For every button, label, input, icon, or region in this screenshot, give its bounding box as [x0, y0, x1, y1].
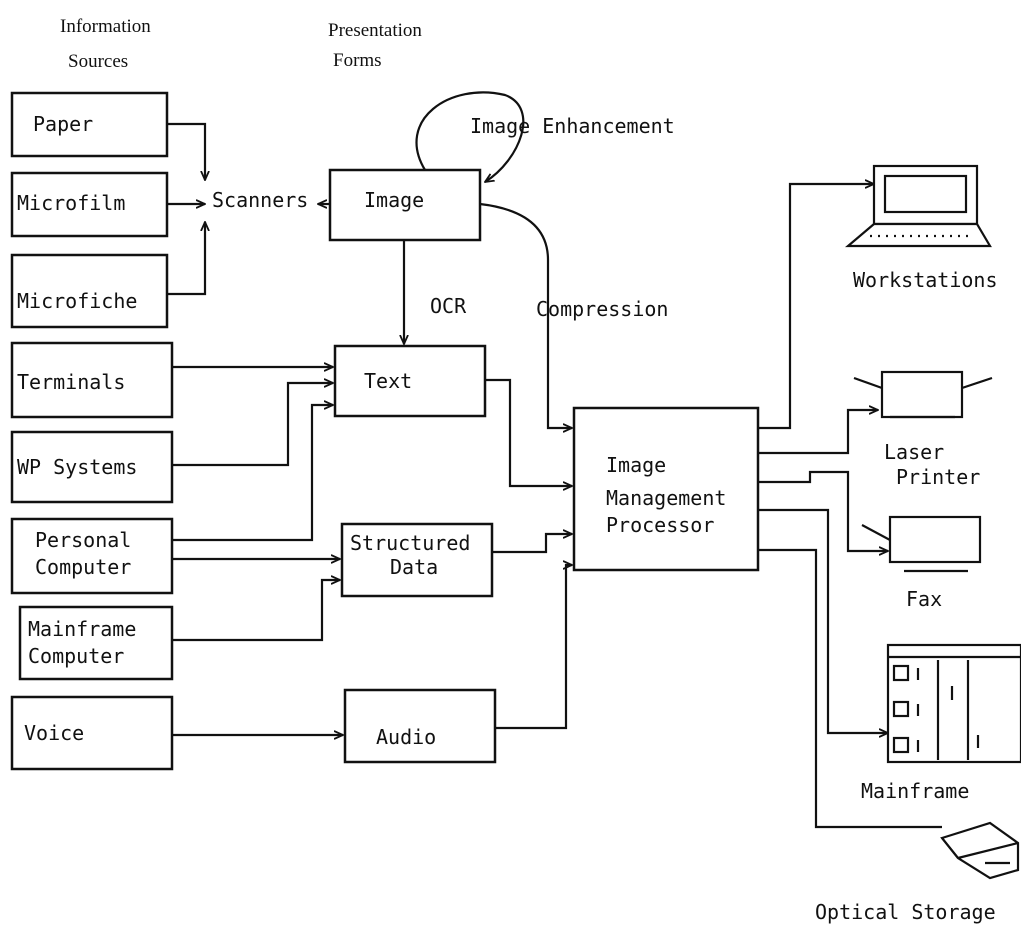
- processor-input-connectors: [485, 380, 572, 728]
- laser-printer-line2: Printer: [896, 465, 980, 489]
- source-mainframe-computer: Mainframe Computer: [20, 607, 172, 679]
- form-audio: Audio: [345, 690, 495, 762]
- source-wp-systems: WP Systems: [12, 432, 172, 502]
- text-input-connectors: [172, 367, 333, 540]
- form-structured-data: Structured Data: [342, 524, 492, 596]
- source-terminals-label: Terminals: [17, 370, 125, 394]
- source-microfilm: Microfilm: [12, 173, 167, 236]
- header-information-sources-line1: Information: [60, 16, 151, 37]
- header-presentation-forms-line2: Forms: [333, 50, 382, 71]
- source-wp-systems-label: WP Systems: [17, 455, 137, 479]
- ocr-label: OCR: [430, 294, 467, 318]
- fax-label: Fax: [906, 587, 942, 611]
- header-information-sources-line2: Sources: [68, 51, 128, 72]
- form-image: Image: [330, 170, 480, 240]
- source-personal-computer-line1: Personal: [35, 528, 131, 552]
- fax-icon: [862, 517, 980, 571]
- source-voice: Voice: [12, 697, 172, 769]
- workstations-label: Workstations: [853, 268, 998, 292]
- form-audio-label: Audio: [376, 725, 436, 749]
- form-structured-data-line1: Structured: [350, 531, 470, 555]
- source-mainframe-computer-line2: Computer: [28, 644, 124, 668]
- processor-line2: Management: [606, 486, 726, 510]
- structured-data-connectors: [172, 559, 340, 640]
- processor-line3: Processor: [606, 513, 714, 537]
- image-management-processor: Image Management Processor: [574, 408, 758, 570]
- form-text-label: Text: [364, 369, 412, 393]
- compression-label: Compression: [536, 297, 668, 321]
- source-personal-computer-line2: Computer: [35, 555, 131, 579]
- header-presentation-forms-line1: Presentation: [328, 20, 422, 41]
- source-microfiche: Microfiche: [12, 255, 167, 327]
- source-paper-label: Paper: [33, 112, 93, 136]
- source-mainframe-computer-line1: Mainframe: [28, 617, 136, 641]
- form-text: Text: [335, 346, 485, 416]
- optical-storage-label: Optical Storage: [815, 900, 996, 924]
- laser-printer-line1: Laser: [884, 440, 944, 464]
- optical-drive-icon: [942, 823, 1018, 878]
- source-personal-computer: Personal Computer: [12, 519, 172, 593]
- source-microfiche-label: Microfiche: [17, 289, 137, 313]
- source-paper: Paper: [12, 93, 167, 156]
- laptop-icon: [848, 166, 990, 246]
- source-voice-label: Voice: [24, 721, 84, 745]
- source-microfilm-label: Microfilm: [17, 191, 125, 215]
- form-image-label: Image: [364, 188, 424, 212]
- form-structured-data-line2: Data: [390, 555, 438, 579]
- scanners-label: Scanners: [212, 188, 308, 212]
- image-enhancement-label: Image Enhancement: [470, 114, 675, 138]
- processor-line1: Image: [606, 453, 666, 477]
- source-terminals: Terminals: [12, 343, 172, 417]
- mainframe-label: Mainframe: [861, 779, 969, 803]
- mainframe-icon: [888, 645, 1021, 762]
